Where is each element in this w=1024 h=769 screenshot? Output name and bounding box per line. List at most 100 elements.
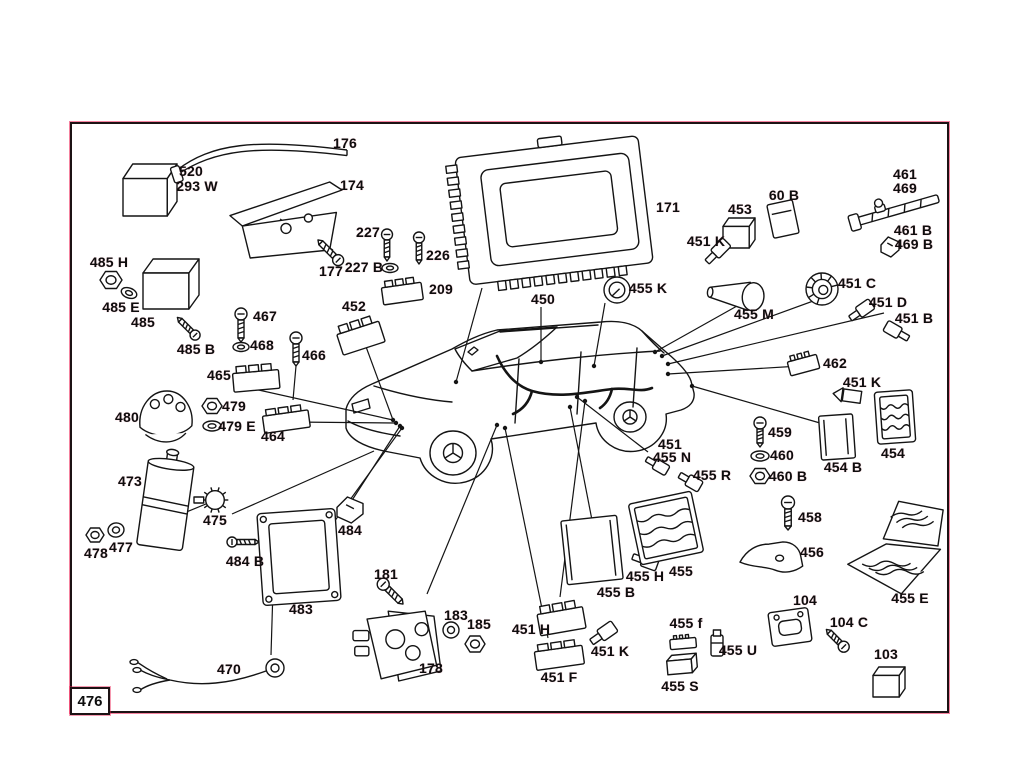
part-connector-451c (805, 272, 839, 306)
part-label-469-b: 469 B (894, 236, 934, 252)
part-label-183: 183 (444, 607, 468, 623)
part-label-483: 483 (289, 601, 313, 617)
part-label-468: 468 (250, 337, 274, 353)
part-box-455s (665, 652, 699, 676)
part-screw-466 (289, 331, 303, 367)
part-label-464: 464 (261, 428, 285, 444)
part-relay-520 (122, 163, 178, 217)
part-nut-478 (85, 527, 105, 543)
part-bracket-456 (739, 541, 804, 573)
part-connector-452 (336, 315, 386, 356)
part-label-178: 178 (419, 660, 443, 676)
part-clamp-475 (193, 487, 229, 513)
part-label-467: 467 (253, 308, 277, 324)
part-label-477: 477 (109, 539, 133, 555)
part-relay-453 (722, 217, 756, 249)
part-openbox-455e (847, 500, 944, 595)
part-label-451-d: 451 D (868, 294, 908, 310)
part-label-455: 455 (669, 563, 693, 579)
part-label-227-b: 227 B (344, 259, 384, 275)
part-relay-485 (142, 258, 200, 310)
part-clamp-461-469 (847, 194, 940, 232)
part-switch-178 (352, 610, 442, 682)
part-fusebox-455 (628, 490, 704, 566)
wiring-harness-450 (495, 354, 654, 416)
part-nut-185 (464, 635, 486, 653)
part-screw-104c (825, 628, 850, 653)
part-nut-460b (749, 467, 771, 485)
part-label-451-k: 451 K (590, 643, 630, 659)
part-label-104-c: 104 C (829, 614, 869, 630)
part-label-451-b: 451 B (894, 310, 934, 326)
frame-number-box: 476 (70, 687, 110, 715)
part-label-462: 462 (823, 355, 847, 371)
part-label-520: 520 (179, 163, 203, 179)
part-label-103: 103 (874, 646, 898, 662)
part-screw-227 (380, 228, 394, 262)
part-connector-451h (536, 599, 587, 637)
part-panel-455b (560, 514, 624, 586)
part-screw-459 (753, 416, 767, 448)
part-label-454: 454 (881, 445, 905, 461)
frame-number: 476 (77, 692, 103, 710)
part-washer-468 (232, 341, 250, 353)
part-connector-209 (380, 276, 424, 306)
part-washer-460 (750, 450, 770, 462)
part-label-60-b: 60 B (768, 187, 800, 203)
part-label-450: 450 (531, 291, 555, 307)
part-plug-451k-top (704, 237, 732, 265)
part-coil-473 (136, 448, 195, 552)
part-label-455-h: 455 H (625, 568, 665, 584)
part-label-454-b: 454 B (823, 459, 863, 475)
part-label-461-b: 461 B (893, 222, 933, 238)
part-label-458: 458 (798, 509, 822, 525)
diagram-frame (70, 122, 949, 713)
part-panel-454b (817, 413, 857, 461)
part-label-451-h: 451 H (511, 621, 551, 637)
part-label-473: 473 (118, 473, 142, 489)
part-label-475: 475 (203, 512, 227, 528)
part-plug-455r (677, 472, 704, 493)
part-plug-451b (882, 320, 911, 342)
part-label-478: 478 (84, 545, 108, 561)
part-boot-455m (706, 281, 765, 312)
part-screw-467 (234, 307, 248, 343)
part-label-451-k: 451 K (686, 233, 726, 249)
part-label-177: 177 (319, 263, 343, 279)
part-label-181: 181 (374, 566, 398, 582)
leader-dots (390, 349, 695, 431)
part-bolt-181 (376, 577, 404, 605)
part-label-455-k: 455 K (628, 280, 668, 296)
part-label-293-w: 293 W (176, 178, 218, 194)
part-washer-479e (202, 420, 222, 432)
part-washer-477 (107, 522, 125, 538)
part-label-455-e: 455 E (891, 590, 929, 606)
part-label-460: 460 (770, 447, 794, 463)
part-plate-60b (766, 199, 800, 239)
part-label-466: 466 (302, 347, 326, 363)
part-strap-176 (169, 143, 348, 184)
part-label-465: 465 (207, 367, 231, 383)
part-connector-462 (786, 350, 821, 377)
part-bracket-174 (229, 181, 343, 259)
part-box-103 (872, 666, 906, 698)
part-washer-183 (442, 621, 460, 639)
part-harness-470 (129, 658, 285, 694)
part-plug-451d (848, 298, 876, 322)
part-label-452: 452 (342, 298, 366, 314)
part-nut-479 (201, 397, 223, 415)
part-label-455-b: 455 B (596, 584, 636, 600)
part-cap-480 (139, 390, 193, 443)
part-washer-227b (381, 262, 399, 274)
part-label-484: 484 (338, 522, 362, 538)
part-label-480: 480 (115, 409, 139, 425)
part-label-461: 461 (893, 166, 917, 182)
part-label-459: 459 (768, 424, 792, 440)
part-label-174: 174 (340, 177, 364, 193)
part-clip-484 (336, 496, 364, 524)
part-screw-485b (176, 316, 201, 341)
part-plug-451-455n (644, 456, 671, 476)
part-ecu-171 (445, 135, 654, 292)
